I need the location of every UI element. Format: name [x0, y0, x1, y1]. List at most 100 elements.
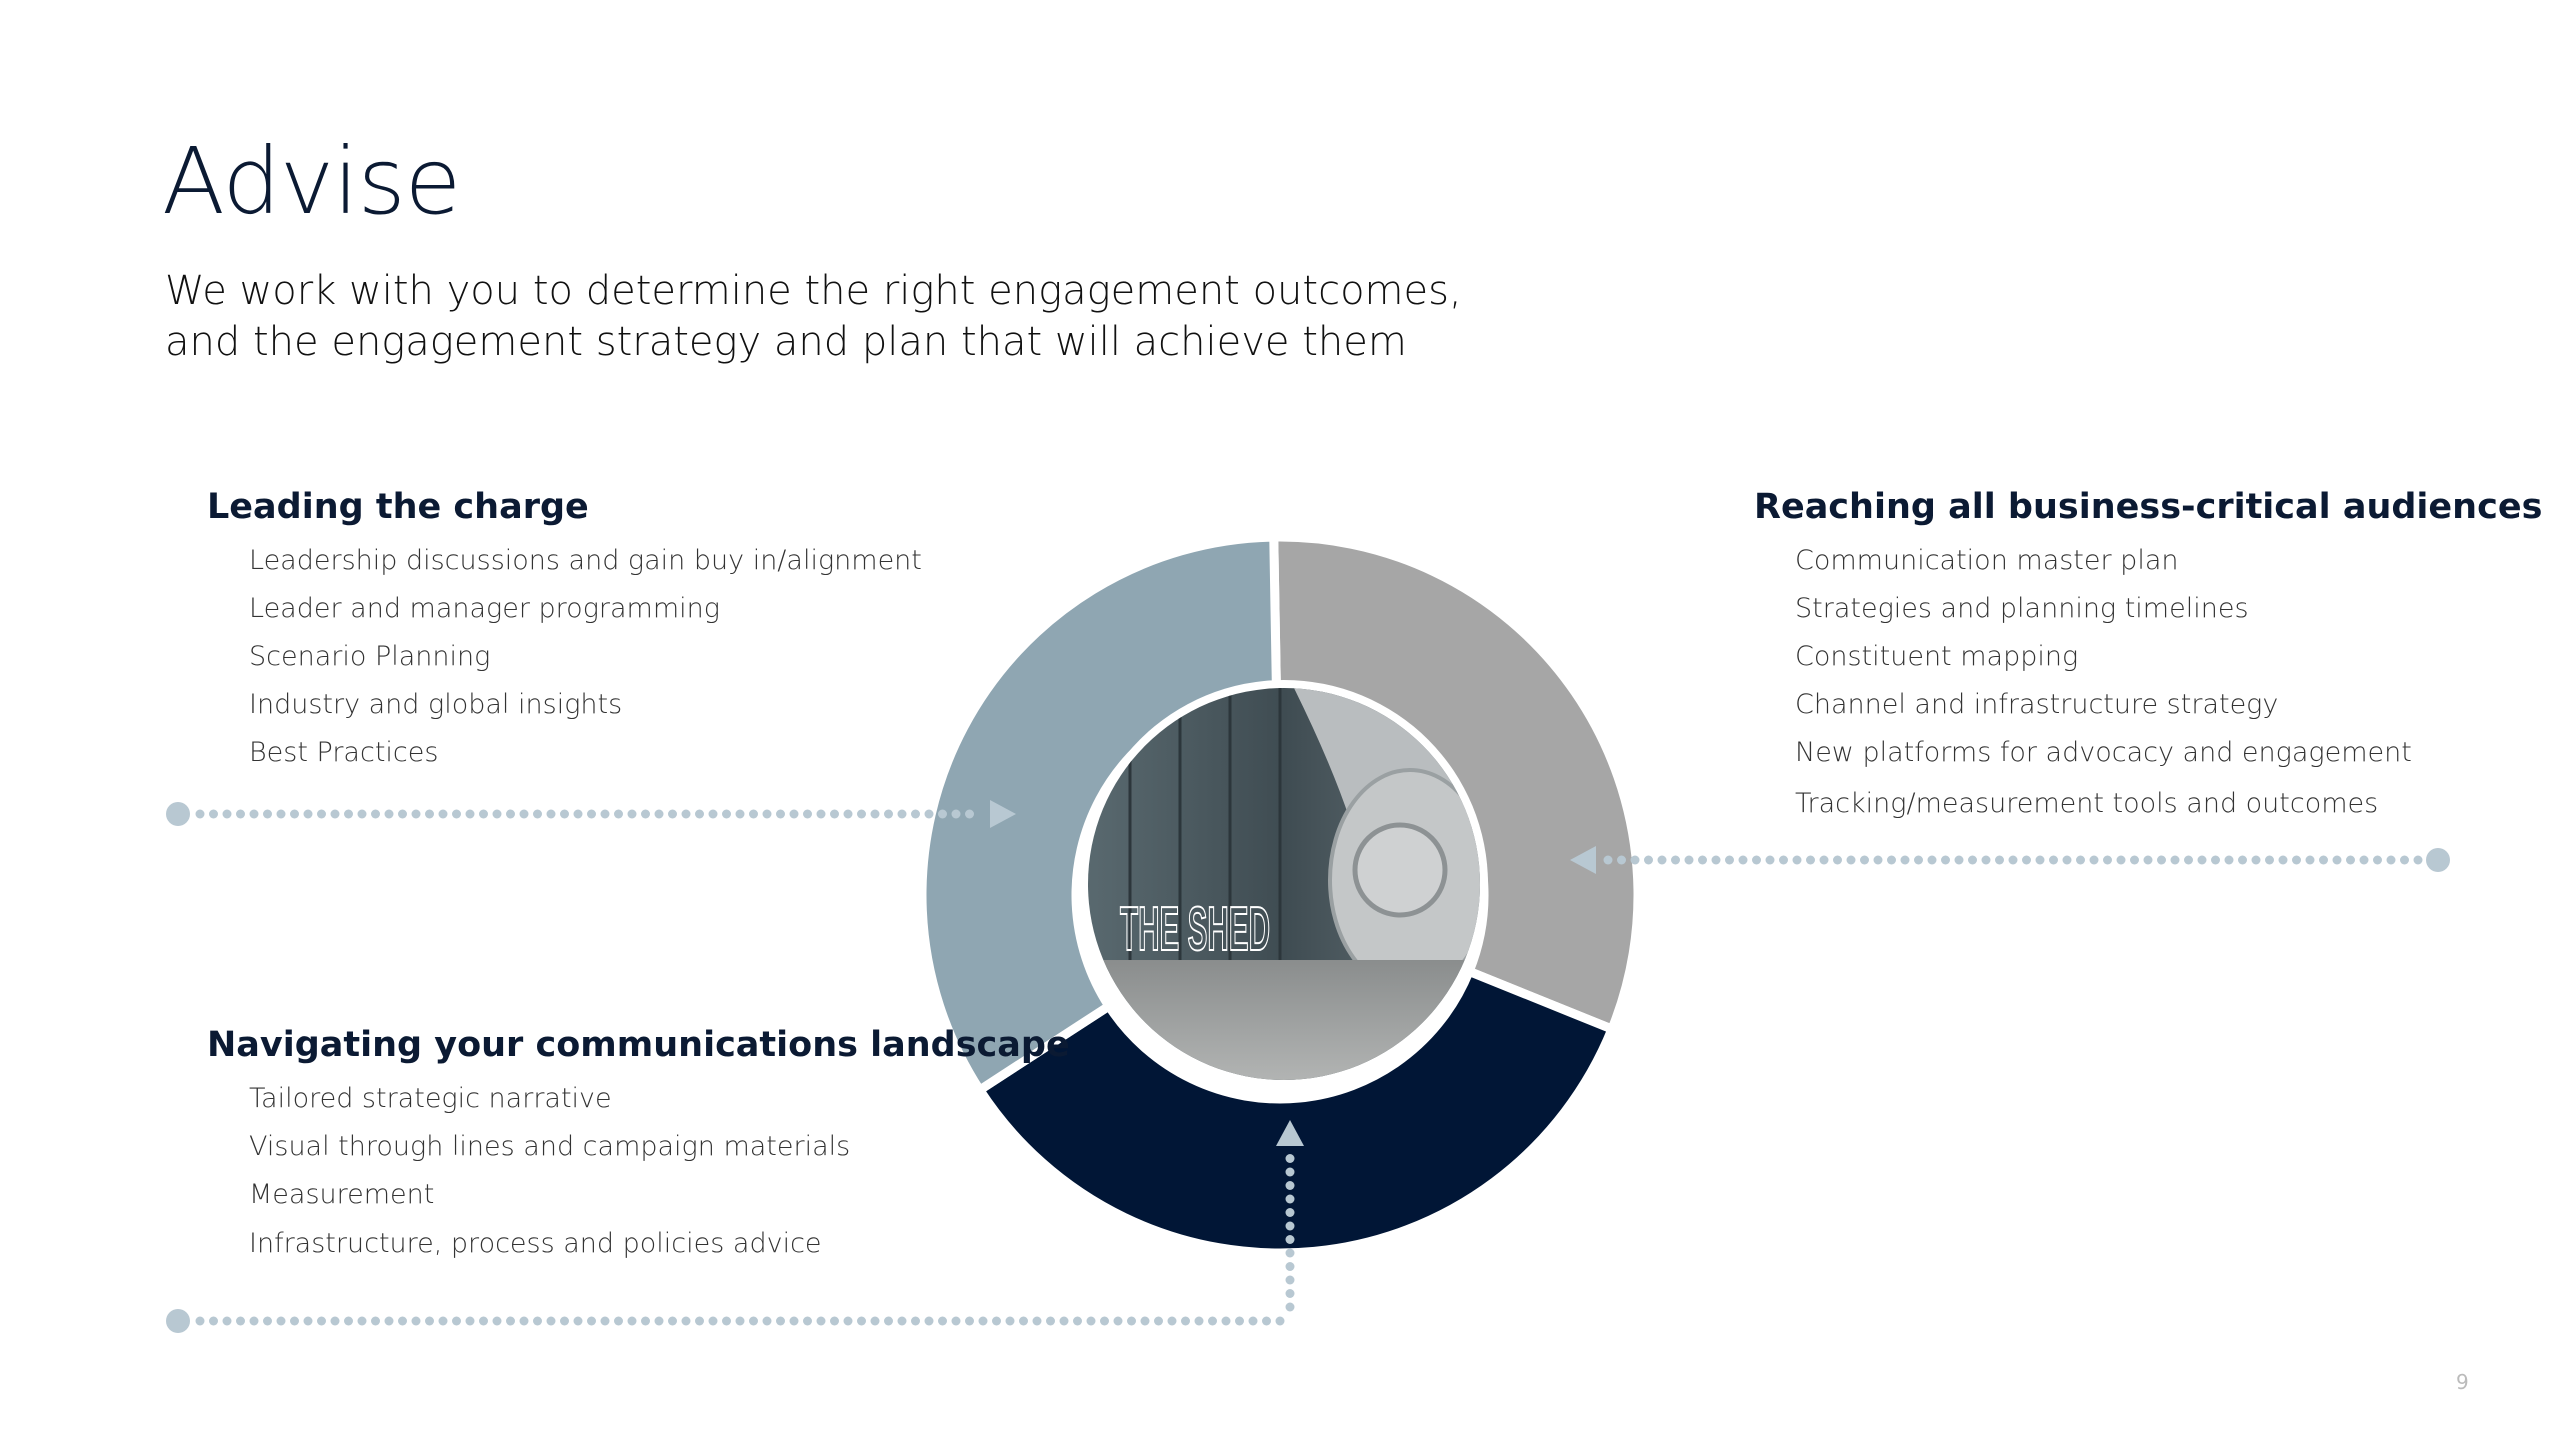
connector-dot — [857, 1316, 866, 1326]
connector-dot — [1275, 1316, 1285, 1326]
connector-dot — [344, 1316, 353, 1326]
connector-dot — [236, 809, 245, 819]
ring-segment-leading — [917, 532, 1282, 1097]
connector-dot — [722, 1316, 731, 1326]
connector-dot — [911, 809, 920, 819]
connector-dot — [1927, 855, 1937, 865]
connector-dot — [722, 809, 731, 819]
connector-dot — [195, 1316, 205, 1326]
connector-dot — [425, 1316, 434, 1326]
connector-dot — [870, 809, 880, 819]
connector-dot — [614, 1316, 623, 1326]
connector-dot — [1285, 1302, 1295, 1312]
connector-dot — [1127, 1316, 1136, 1326]
connector-dot — [546, 809, 556, 819]
connector-dot — [587, 1316, 596, 1326]
connector-dot — [479, 1316, 488, 1326]
connector-dot — [1981, 855, 1991, 865]
connector-dot — [965, 1316, 974, 1326]
connector-dot — [560, 809, 569, 819]
connector-dot — [1806, 855, 1815, 865]
connector-dot — [2278, 855, 2288, 865]
center-image: THE SHED — [1088, 688, 1480, 1080]
connector-dot — [1285, 1181, 1295, 1190]
connector-dot — [1005, 1316, 1015, 1326]
connector-dot — [614, 809, 623, 819]
connector-dot — [816, 1316, 826, 1326]
connector-dot — [1154, 1316, 1163, 1326]
connector-dot — [641, 809, 650, 819]
connector-dot — [438, 809, 448, 819]
connector-dot — [1860, 855, 1869, 865]
arrow-right-icon — [990, 800, 1016, 828]
connector-dot — [992, 1316, 1001, 1326]
connector-dot — [681, 1316, 691, 1326]
list-item: Best Practices — [249, 737, 439, 768]
connector-navigating — [166, 1120, 1304, 1333]
connector-dot — [357, 1316, 367, 1326]
ring-segment-navigating — [973, 965, 1618, 1258]
connector-dot — [708, 809, 718, 819]
list-item: Measurement — [249, 1179, 435, 1210]
connector-dot — [938, 1316, 947, 1326]
connector-dot — [533, 1316, 542, 1326]
connector-dot — [776, 1316, 785, 1326]
connector-dot — [2359, 855, 2369, 865]
connector-dot — [641, 1316, 650, 1326]
connector-dot — [708, 1316, 718, 1326]
connector-dot — [384, 809, 394, 819]
connector-dot — [1833, 855, 1842, 865]
list-item: Communication master plan — [1795, 545, 2179, 576]
connector-dot — [1792, 855, 1802, 865]
connector-dot — [1711, 855, 1721, 865]
connector-dot — [573, 1316, 583, 1326]
connector-dot — [803, 809, 812, 819]
connector-dot — [438, 1316, 448, 1326]
connector-dot — [2035, 855, 2045, 865]
connector-dot — [317, 809, 326, 819]
connector-dot — [2143, 855, 2153, 865]
connector-dot — [222, 1316, 232, 1326]
list-item: Visual through lines and campaign materi… — [249, 1131, 851, 1162]
connector-dot — [978, 1316, 988, 1326]
list-item: Leader and manager programming — [249, 593, 720, 624]
connector-dot — [830, 809, 839, 819]
list-item: Industry and global insights — [249, 689, 623, 720]
connector-dot — [506, 1316, 515, 1326]
connector-dot — [1073, 1316, 1082, 1326]
connector-dot — [1657, 855, 1667, 865]
connector-dot — [1671, 855, 1680, 865]
connector-dot — [1181, 1316, 1190, 1326]
connector-dot — [735, 809, 745, 819]
connector-dot — [1698, 855, 1707, 865]
connector-dot — [627, 1316, 637, 1326]
connector-dot — [2373, 855, 2382, 865]
connector-dot — [2292, 855, 2301, 865]
connector-dot — [735, 1316, 745, 1326]
connector-dot — [2116, 855, 2126, 865]
connector-dot — [1630, 855, 1640, 865]
connector-dot — [1738, 855, 1748, 865]
connector-dot — [2089, 855, 2099, 865]
connector-dot — [452, 1316, 461, 1326]
page-title: Advise — [162, 128, 461, 235]
connector-dot — [479, 809, 488, 819]
connector-dot — [2346, 855, 2355, 865]
connector-dot — [1968, 855, 1977, 865]
connector-dot — [2238, 855, 2247, 865]
connector-dot — [2251, 855, 2261, 865]
connector-dot — [951, 1316, 961, 1326]
connector-dot — [600, 809, 610, 819]
connector-dot — [492, 1316, 502, 1326]
connector-dot — [1914, 855, 1923, 865]
connector-dot — [519, 809, 529, 819]
arrow-left-icon — [1570, 846, 1596, 874]
connector-dot — [924, 1316, 934, 1326]
connector-dot — [2211, 855, 2220, 865]
connector-leading — [166, 800, 1016, 828]
list-item: Leadership discussions and gain buy in/a… — [249, 545, 922, 576]
list-item: Channel and infrastructure strategy — [1795, 689, 2279, 720]
connector-dot — [789, 1316, 799, 1326]
connector-dot — [398, 1316, 407, 1326]
